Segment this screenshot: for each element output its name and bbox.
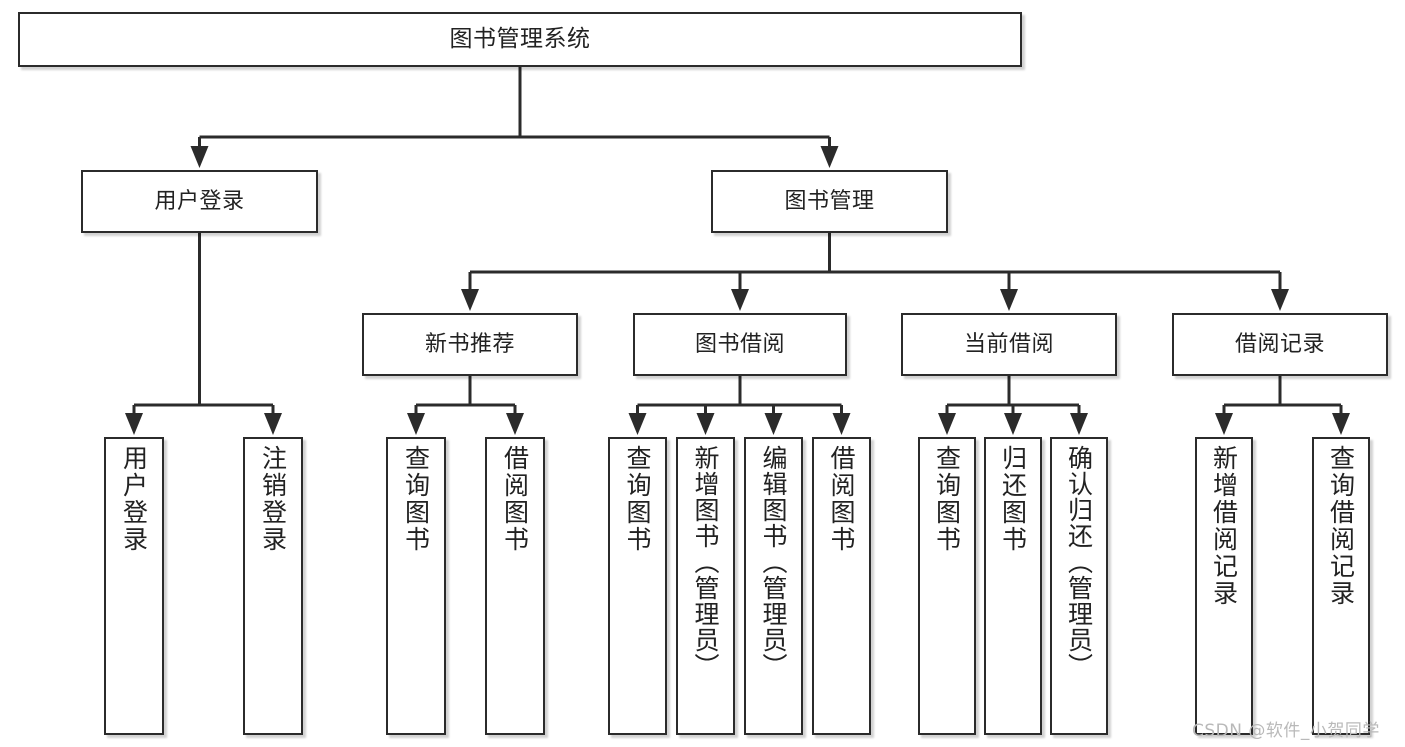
arrowhead-login — [190, 146, 209, 168]
arrowhead-leaf-new-1 — [407, 413, 425, 435]
node-leaf-login-1[interactable]: 用户登录 — [104, 437, 164, 735]
node-login[interactable]: 用户登录 — [81, 170, 318, 233]
node-leaf-borrow-3[interactable]: 编辑图书（管理员） — [744, 437, 803, 735]
arrowhead-leaf-login-2 — [264, 413, 282, 435]
node-leaf-cur-1[interactable]: 查询图书 — [918, 437, 976, 735]
node-label-leaf-cur-2: 归还图书 — [998, 445, 1028, 553]
node-leaf-cur-2[interactable]: 归还图书 — [984, 437, 1042, 735]
arrowhead-leaf-cur-2 — [1004, 413, 1022, 435]
node-label-login: 用户登录 — [154, 188, 245, 214]
node-records[interactable]: 借阅记录 — [1172, 313, 1388, 376]
node-label-bookmgmt: 图书管理 — [784, 188, 875, 214]
node-current[interactable]: 当前借阅 — [901, 313, 1117, 376]
node-leaf-new-2[interactable]: 借阅图书 — [485, 437, 545, 735]
node-leaf-login-2[interactable]: 注销登录 — [243, 437, 303, 735]
node-leaf-new-1[interactable]: 查询图书 — [386, 437, 446, 735]
arrowhead-records — [1271, 289, 1289, 311]
node-leaf-borrow-4[interactable]: 借阅图书 — [812, 437, 871, 735]
node-label-leaf-rec-1: 新增借阅记录 — [1209, 445, 1239, 607]
arrowhead-leaf-rec-2 — [1332, 413, 1350, 435]
arrowhead-newbook — [461, 289, 479, 311]
node-borrow[interactable]: 图书借阅 — [633, 313, 847, 376]
arrowhead-leaf-borrow-4 — [832, 413, 851, 435]
node-leaf-rec-1[interactable]: 新增借阅记录 — [1195, 437, 1253, 735]
node-label-leaf-new-1: 查询图书 — [401, 445, 431, 553]
node-label-borrow: 图书借阅 — [694, 331, 785, 357]
arrowhead-leaf-borrow-2 — [696, 413, 715, 435]
arrowhead-leaf-borrow-3 — [764, 413, 783, 435]
arrowhead-leaf-cur-1 — [938, 413, 956, 435]
arrowhead-bookmgmt — [820, 146, 839, 168]
arrowhead-current — [1000, 289, 1018, 311]
arrowhead-borrow — [731, 289, 749, 311]
node-leaf-cur-3[interactable]: 确认归还（管理员） — [1050, 437, 1108, 735]
arrowhead-leaf-new-2 — [506, 413, 524, 435]
node-root[interactable]: 图书管理系统 — [18, 12, 1022, 67]
arrowhead-leaf-login-1 — [125, 413, 143, 435]
node-label-leaf-cur-3: 确认归还（管理员） — [1064, 445, 1094, 679]
node-label-leaf-cur-1: 查询图书 — [932, 445, 962, 553]
node-label-root: 图书管理系统 — [449, 25, 591, 52]
node-label-leaf-new-2: 借阅图书 — [500, 445, 530, 553]
node-label-current: 当前借阅 — [963, 331, 1054, 357]
node-leaf-borrow-1[interactable]: 查询图书 — [608, 437, 667, 735]
node-label-leaf-login-1: 用户登录 — [119, 445, 149, 553]
node-label-records: 借阅记录 — [1234, 331, 1325, 357]
arrowhead-leaf-borrow-1 — [628, 413, 647, 435]
node-label-newbook: 新书推荐 — [424, 331, 515, 357]
node-label-leaf-login-2: 注销登录 — [258, 445, 288, 553]
node-bookmgmt[interactable]: 图书管理 — [711, 170, 948, 233]
node-leaf-borrow-2[interactable]: 新增图书（管理员） — [676, 437, 735, 735]
node-label-leaf-borrow-2: 新增图书（管理员） — [691, 445, 720, 679]
node-leaf-rec-2[interactable]: 查询借阅记录 — [1312, 437, 1370, 735]
node-label-leaf-borrow-3: 编辑图书（管理员） — [759, 445, 788, 679]
arrowhead-leaf-rec-1 — [1215, 413, 1233, 435]
node-label-leaf-borrow-1: 查询图书 — [623, 445, 652, 553]
node-label-leaf-borrow-4: 借阅图书 — [827, 445, 856, 553]
node-label-leaf-rec-2: 查询借阅记录 — [1326, 445, 1356, 607]
node-newbook[interactable]: 新书推荐 — [362, 313, 578, 376]
arrowhead-leaf-cur-3 — [1070, 413, 1088, 435]
